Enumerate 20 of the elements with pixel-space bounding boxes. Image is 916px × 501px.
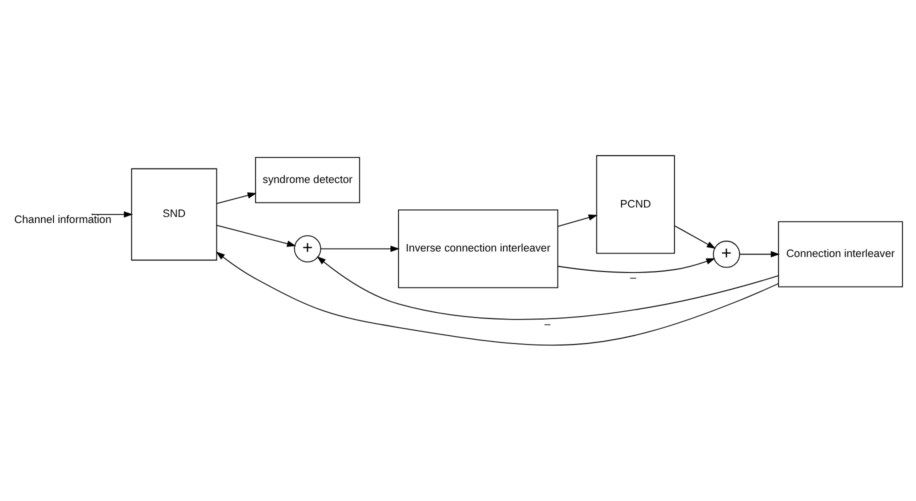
arrow <box>674 225 716 249</box>
node-circle: + <box>294 235 322 262</box>
arrow <box>557 214 598 227</box>
node-box: SND <box>131 168 218 261</box>
node-box: Inverse connection interleaver <box>398 209 558 288</box>
arrow <box>316 256 779 320</box>
arrow <box>216 224 296 247</box>
arrow <box>216 252 779 346</box>
arrow <box>92 211 133 218</box>
edge-label: Channel information <box>14 214 112 226</box>
edge-label: – <box>630 272 636 284</box>
edge-label: – <box>544 318 551 330</box>
arrow <box>739 251 780 258</box>
arrow <box>320 246 400 252</box>
node-box: PCND <box>596 155 675 254</box>
node-circle: + <box>712 240 740 268</box>
node-box: Connection interleaver <box>778 221 903 288</box>
node-box: syndrome detector <box>255 156 360 204</box>
arrow <box>557 258 716 273</box>
arrow <box>216 192 257 204</box>
